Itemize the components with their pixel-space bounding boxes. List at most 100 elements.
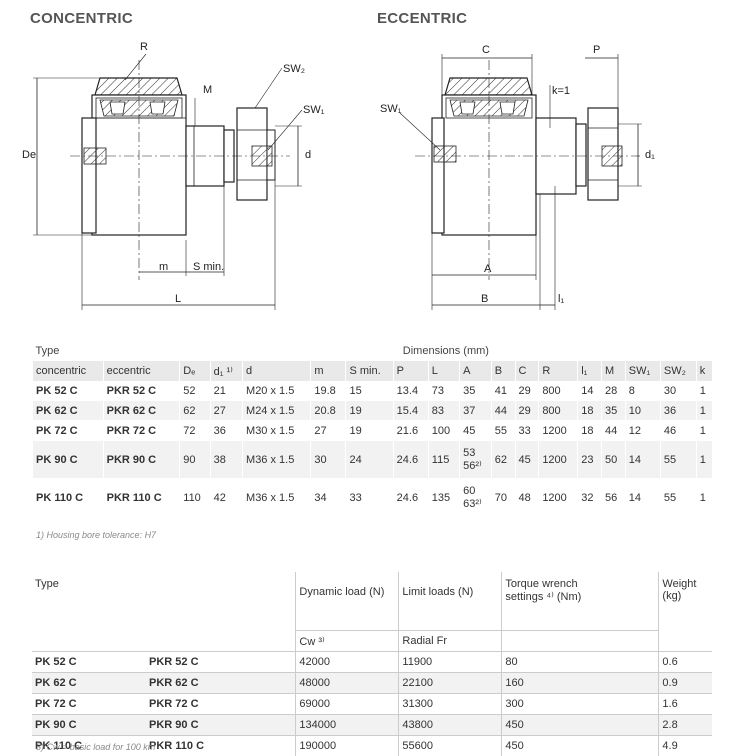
table-cell: 0.9 bbox=[659, 673, 712, 694]
table-cell: 37 bbox=[460, 401, 492, 421]
table-cell: 62 bbox=[180, 401, 210, 421]
label-m: m bbox=[159, 261, 168, 273]
table-cell: 43800 bbox=[399, 715, 502, 736]
label-C: C bbox=[482, 44, 490, 56]
type-header: Type bbox=[33, 341, 180, 361]
concentric-drawing: De d R M SW₂ SW₁ m S min. L bbox=[0, 0, 370, 330]
radial-header: Radial Fr bbox=[399, 631, 502, 652]
label-SW1: SW₁ bbox=[303, 104, 325, 116]
dimension-col-header: k bbox=[696, 361, 712, 381]
table-cell: 1200 bbox=[539, 421, 578, 441]
label-k: k=1 bbox=[552, 85, 570, 97]
dimension-col-header: L bbox=[428, 361, 459, 381]
table-cell: 100 bbox=[428, 421, 459, 441]
table-cell: 15 bbox=[346, 381, 393, 401]
table-cell: 80 bbox=[502, 652, 659, 673]
table-cell: PKR 52 C bbox=[146, 652, 296, 673]
label-SW2: SW₂ bbox=[283, 63, 305, 75]
table-cell: PKR 62 C bbox=[103, 401, 180, 421]
table-cell: 4.9 bbox=[659, 736, 712, 756]
table-cell: 15.4 bbox=[393, 401, 428, 421]
table-cell: 1 bbox=[696, 401, 712, 421]
table-cell: 1.6 bbox=[659, 694, 712, 715]
table-cell: 14 bbox=[578, 381, 602, 401]
label-l1: l₁ bbox=[558, 293, 564, 305]
table-cell: 55 bbox=[660, 479, 696, 517]
table-cell: 1200 bbox=[539, 479, 578, 517]
table-cell: PK 62 C bbox=[32, 673, 146, 694]
table-cell: 36 bbox=[210, 421, 242, 441]
table-cell: M30 x 1.5 bbox=[243, 421, 311, 441]
table-cell: 110 bbox=[180, 479, 210, 517]
table-cell: 115 bbox=[428, 441, 459, 479]
label-s-min: S min. bbox=[193, 261, 224, 273]
table-cell: 13.4 bbox=[393, 381, 428, 401]
table-cell: 44 bbox=[491, 401, 515, 421]
dimension-col-header: eccentric bbox=[103, 361, 180, 381]
table-cell: 34 bbox=[311, 479, 346, 517]
dimension-col-header: SW₁ bbox=[625, 361, 660, 381]
table-cell: M36 x 1.5 bbox=[243, 441, 311, 479]
table-cell: 1 bbox=[696, 479, 712, 517]
dimension-col-header: m bbox=[311, 361, 346, 381]
footnote-1: 1) Housing bore tolerance: H7 bbox=[36, 530, 156, 540]
table-cell: 0.6 bbox=[659, 652, 712, 673]
table-cell: 24.6 bbox=[393, 441, 428, 479]
table-cell: 52 bbox=[180, 381, 210, 401]
table-cell: 160 bbox=[502, 673, 659, 694]
table-cell: PK 90 C bbox=[33, 441, 104, 479]
table-cell: 22100 bbox=[399, 673, 502, 694]
table-cell: PK 62 C bbox=[33, 401, 104, 421]
table-cell: PK 90 C bbox=[32, 715, 146, 736]
footnote-3: 3) Cw = basic load for 100 km bbox=[36, 742, 155, 752]
table-cell: 21.6 bbox=[393, 421, 428, 441]
table-cell: 134000 bbox=[296, 715, 399, 736]
table-cell: 56 bbox=[602, 479, 626, 517]
table-cell: 135 bbox=[428, 479, 459, 517]
table-cell: 42 bbox=[210, 479, 242, 517]
table-cell: PKR 52 C bbox=[103, 381, 180, 401]
dimension-col-header: R bbox=[539, 361, 578, 381]
table-cell: 55 bbox=[660, 441, 696, 479]
table-cell: 29 bbox=[515, 381, 539, 401]
table-cell: 60 63²⁾ bbox=[460, 479, 492, 517]
label-L: L bbox=[175, 293, 181, 305]
torque-line2: settings ⁴⁾ (Nm) bbox=[505, 590, 655, 603]
table-cell: 48000 bbox=[296, 673, 399, 694]
table-cell: PK 52 C bbox=[32, 652, 146, 673]
table-cell: PK 72 C bbox=[33, 421, 104, 441]
dimension-col-header: d₁ ¹⁾ bbox=[210, 361, 242, 381]
torque-line1: Torque wrench bbox=[505, 578, 655, 590]
table-cell: 190000 bbox=[296, 736, 399, 756]
table-cell: PKR 90 C bbox=[146, 715, 296, 736]
table-cell: 18 bbox=[578, 421, 602, 441]
table-cell: 28 bbox=[602, 381, 626, 401]
table-cell: 35 bbox=[602, 401, 626, 421]
table-cell: 21 bbox=[210, 381, 242, 401]
dimension-col-header: concentric bbox=[33, 361, 104, 381]
label-M: M bbox=[203, 84, 212, 96]
table-cell: 20.8 bbox=[311, 401, 346, 421]
dimension-col-header: A bbox=[460, 361, 492, 381]
table-cell: PKR 72 C bbox=[103, 421, 180, 441]
dimension-col-header: Dₑ bbox=[180, 361, 210, 381]
table-cell: 27 bbox=[210, 401, 242, 421]
table-cell: PK 110 C bbox=[33, 479, 104, 517]
table-cell: 800 bbox=[539, 381, 578, 401]
table-cell: 18 bbox=[578, 401, 602, 421]
torque-header: Torque wrench settings ⁴⁾ (Nm) bbox=[502, 572, 659, 631]
table-cell: 2.8 bbox=[659, 715, 712, 736]
table-cell: 70 bbox=[491, 479, 515, 517]
table-cell: 31300 bbox=[399, 694, 502, 715]
table-cell: 1 bbox=[696, 421, 712, 441]
dynamic-load-header: Dynamic load (N) bbox=[296, 572, 399, 631]
table-cell: PKR 90 C bbox=[103, 441, 180, 479]
table-cell: 33 bbox=[515, 421, 539, 441]
